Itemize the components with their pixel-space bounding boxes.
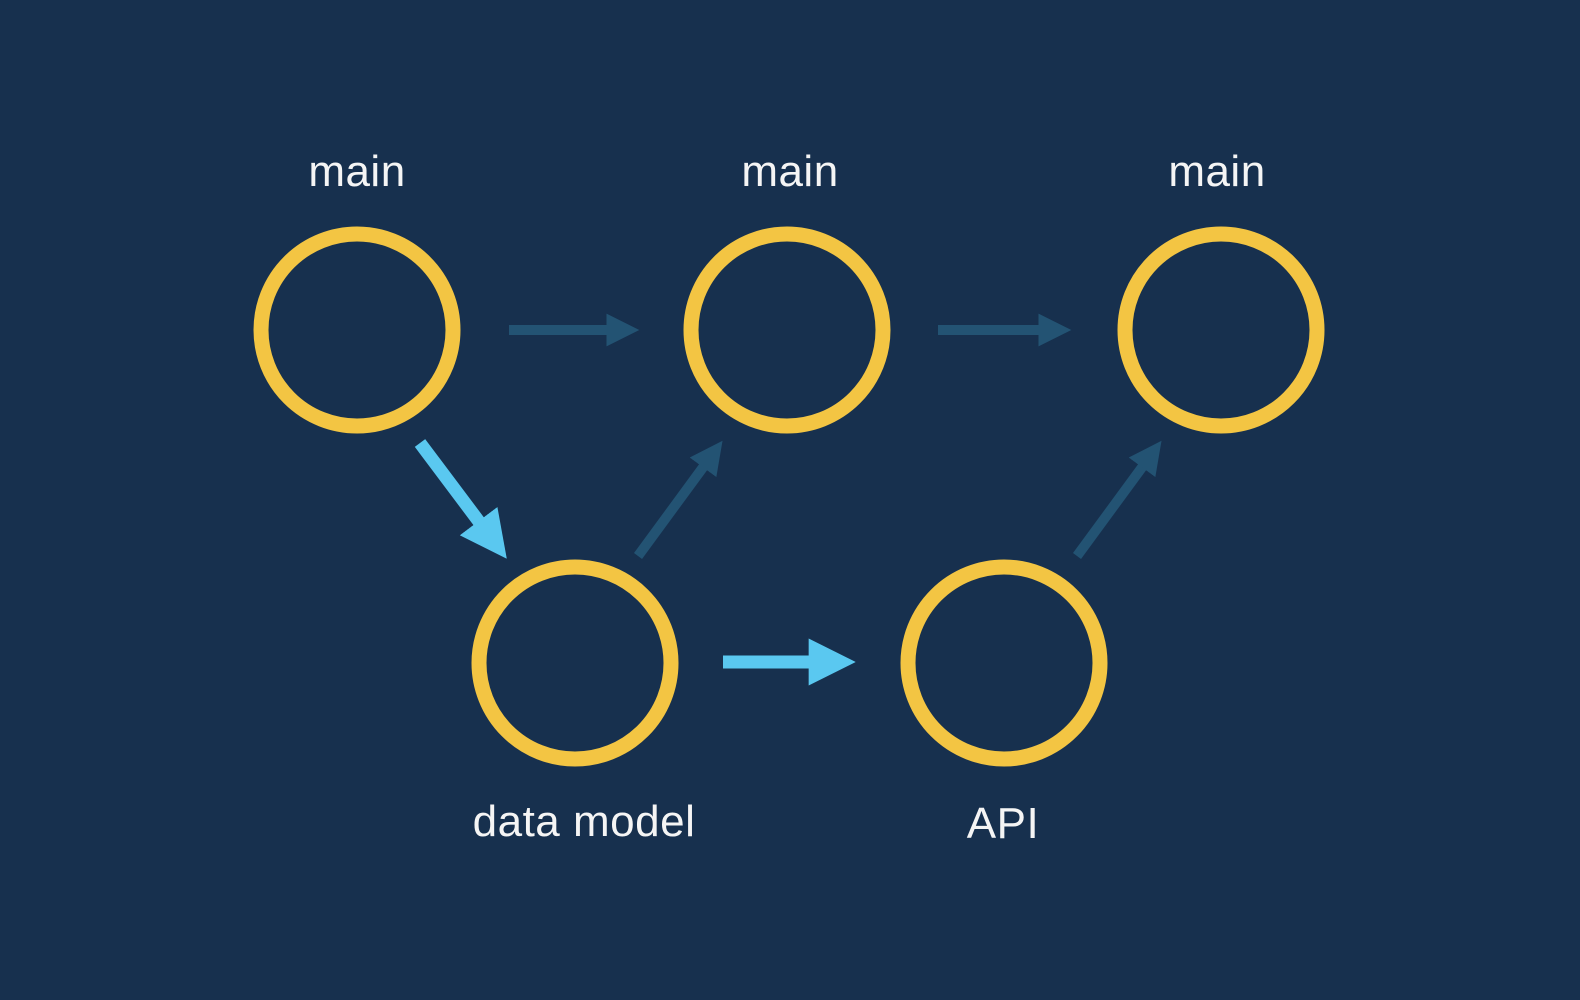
commit-node-main-2: [683, 226, 891, 434]
node-label-main-2: main: [741, 147, 838, 196]
edge-group: [414, 313, 1162, 686]
node-label-data-model: data model: [473, 797, 696, 846]
edge-arrow-data-model-to-main2: [633, 440, 723, 559]
edge-arrow-api-to-main3: [1072, 440, 1162, 559]
commit-node-main-1: [253, 226, 461, 434]
node-group: [253, 226, 1325, 767]
commit-node-data-model: [471, 559, 679, 767]
commit-node-main-3: [1117, 226, 1325, 434]
node-label-api: API: [967, 799, 1039, 848]
node-label-main-1: main: [308, 147, 405, 196]
edge-arrow-main1-to-data-model: [414, 439, 507, 559]
node-label-group: main main main data model API: [308, 147, 1265, 848]
commit-node-api: [900, 559, 1108, 767]
node-label-main-3: main: [1168, 147, 1265, 196]
